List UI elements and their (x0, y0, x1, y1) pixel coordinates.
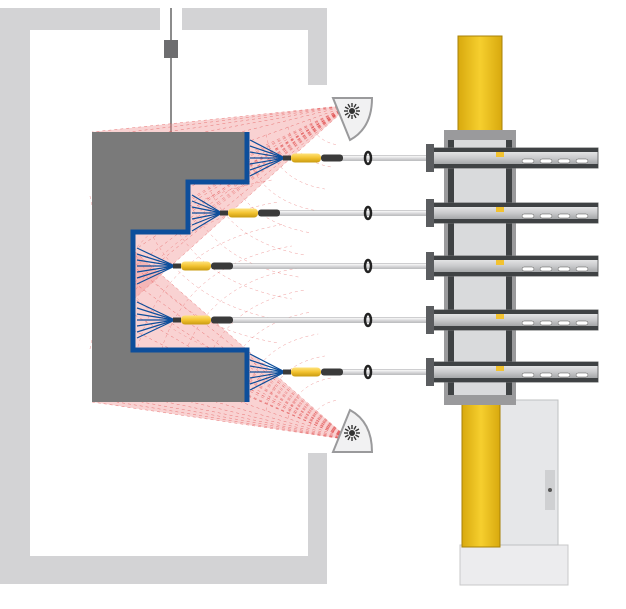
scan-ray (91, 104, 351, 133)
gun-lance (339, 369, 441, 375)
conveyor-hanger (164, 8, 178, 132)
gun-lance (229, 263, 441, 269)
scan-ray (166, 401, 351, 441)
scan-ray (203, 104, 351, 133)
scan-ray (141, 401, 351, 441)
laser-scanner-icon-top (331, 97, 374, 142)
scan-ray (170, 104, 351, 233)
scan-ray (240, 401, 351, 441)
spray-gun (283, 367, 343, 377)
scan-arc (265, 134, 325, 190)
scan-ray (237, 104, 351, 183)
booth-wall-right-upper (308, 8, 327, 85)
lance-clamp (363, 150, 373, 166)
scan-field-bottom (92, 250, 350, 440)
laser-burst-icon (344, 103, 360, 119)
gun-carriages (426, 144, 599, 386)
scan-ray (166, 104, 351, 133)
gun-carriage (426, 144, 599, 172)
scan-arc (133, 180, 286, 322)
scan-ray (129, 104, 351, 133)
booth-wall-left (0, 8, 30, 584)
gun-lance (276, 210, 441, 216)
scan-arc (221, 149, 312, 234)
spray-gun (283, 153, 343, 163)
axis-yellow-top (457, 35, 503, 137)
scan-arc (309, 118, 339, 146)
workpiece-coated-edge (130, 132, 250, 402)
gun-carriage (426, 358, 599, 386)
scan-ray (132, 249, 351, 441)
gun-lance (229, 317, 441, 323)
booth-wall-top-left (0, 8, 160, 30)
gun-carriage (426, 199, 599, 227)
scan-ray (246, 104, 351, 143)
gun-carriage (426, 306, 599, 334)
scan-ray (164, 349, 351, 441)
laser-burst-icon (344, 425, 360, 441)
spray-fan (191, 194, 223, 232)
scan-arc (89, 179, 273, 350)
scan-arc (221, 311, 312, 396)
lance-clamp (363, 205, 373, 221)
spray-fan (136, 301, 176, 339)
booth-wall-right-lower (308, 453, 327, 584)
scan-arc (177, 267, 299, 380)
lance-clamp (363, 312, 373, 328)
spray-fan (249, 139, 286, 177)
cabinet-connector (548, 488, 552, 492)
booth-wall-top-right (182, 8, 327, 30)
axis-yellow-bottom (461, 394, 501, 548)
workpiece (92, 132, 250, 402)
scan-arc (287, 377, 332, 419)
hanger-hook (164, 40, 178, 58)
booth-wall (0, 8, 327, 584)
scan-ray (132, 104, 351, 301)
axis-base (459, 544, 569, 586)
scan-arc (133, 223, 286, 365)
spray-guns (173, 150, 441, 380)
spray-gun (173, 315, 233, 325)
laser-scanner-icon-bottom (331, 408, 374, 453)
spray-fan (136, 247, 176, 285)
spray-fan (249, 353, 286, 391)
lance-clamp (363, 364, 373, 380)
scan-ray (215, 401, 351, 441)
spray-fans (136, 139, 286, 391)
booth-wall-bottom (0, 556, 327, 584)
lance-clamp (363, 258, 373, 274)
scan-ray (246, 104, 351, 155)
spray-gun (173, 261, 233, 271)
scan-arc (309, 399, 339, 427)
gun-lance (339, 155, 441, 161)
gun-carriage (426, 252, 599, 280)
scan-field-top (92, 105, 350, 300)
spray-gun (220, 208, 280, 218)
scan-arc (155, 245, 292, 373)
scan-ray (240, 104, 351, 133)
scan-ray (146, 349, 351, 441)
scan-ray (246, 353, 351, 441)
scan-ray (91, 401, 351, 441)
scan-ray (132, 104, 351, 284)
scan-arc (177, 165, 299, 278)
